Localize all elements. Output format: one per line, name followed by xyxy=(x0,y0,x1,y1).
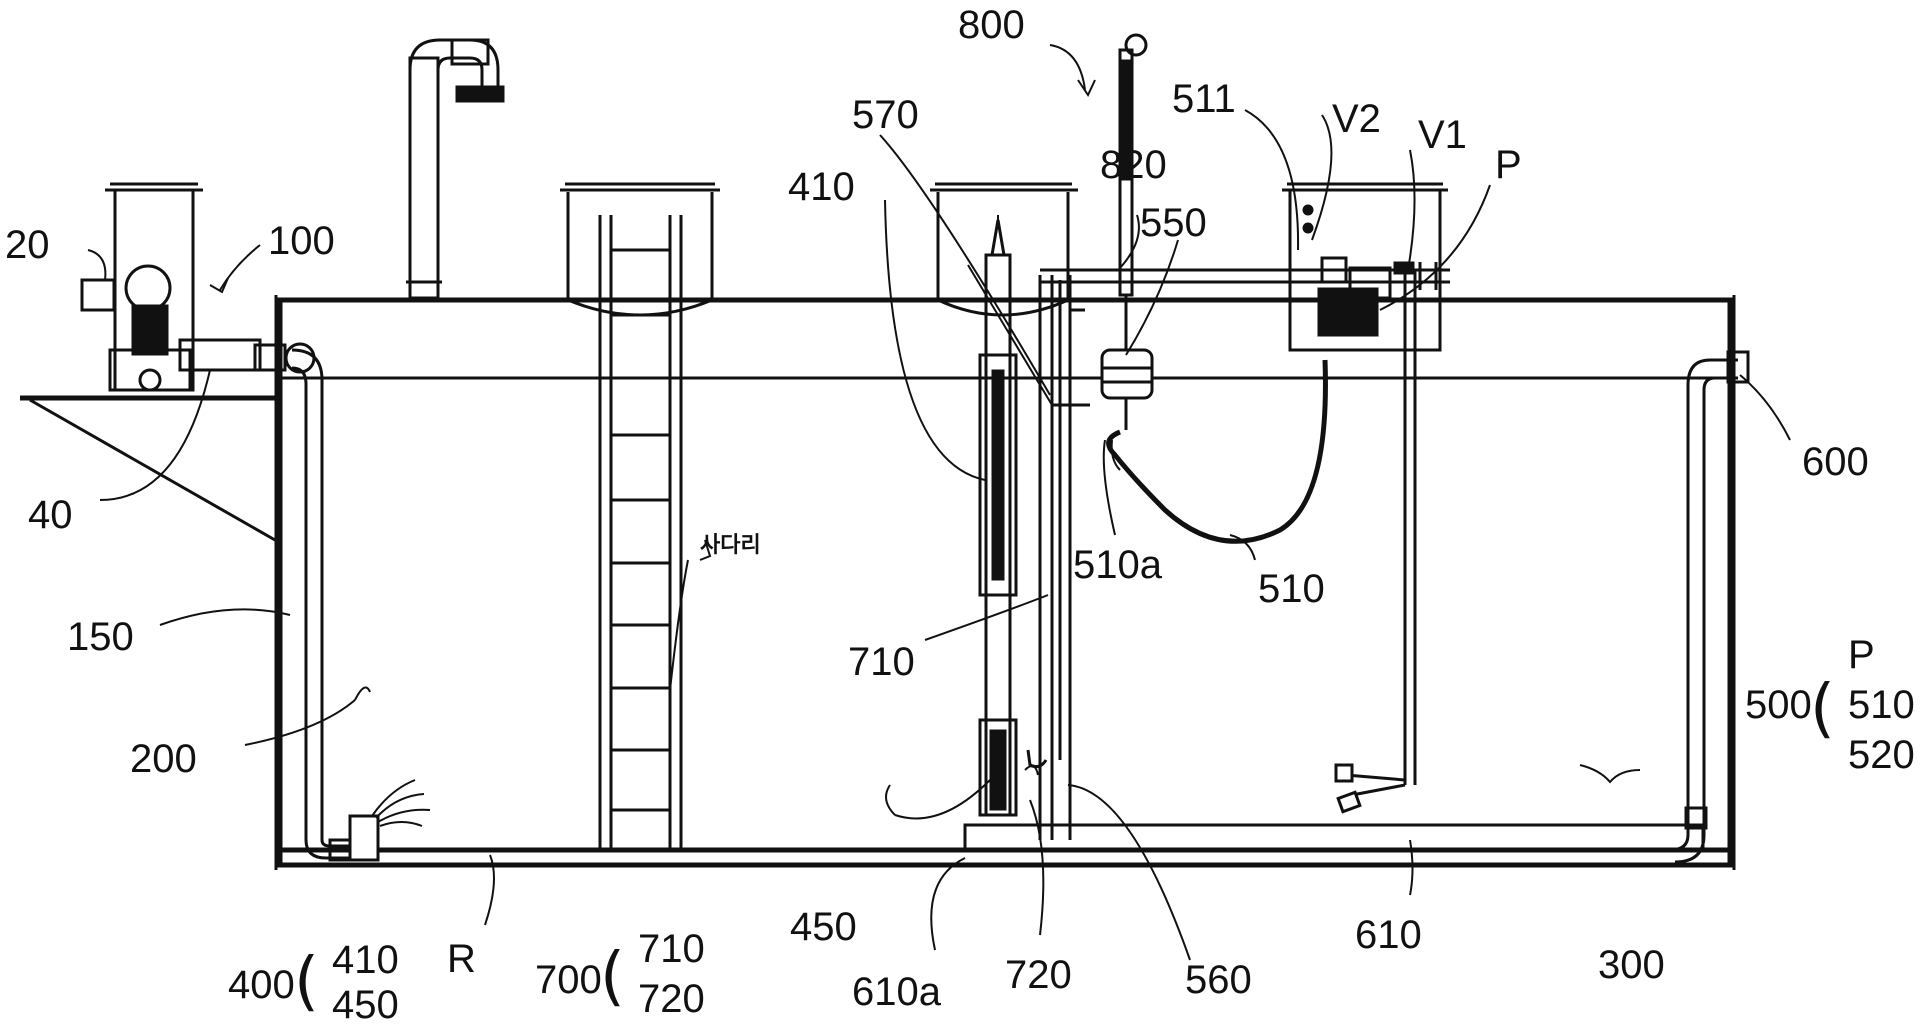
group-700-label: 700 xyxy=(535,958,602,1002)
pipe-150 xyxy=(291,348,431,862)
label-150: 150 xyxy=(67,615,134,659)
left-platform xyxy=(20,395,280,542)
group-400-label: 400 xyxy=(228,963,295,1007)
label-V2: V2 xyxy=(1332,97,1381,141)
label-510a: 510a xyxy=(1073,543,1163,587)
group-500-item-2: 510 xyxy=(1848,683,1915,727)
group-400-item-1: 410 xyxy=(332,938,399,982)
label-820: 820 xyxy=(1100,143,1167,187)
label-560: 560 xyxy=(1185,958,1252,1002)
group-400-item-2: 450 xyxy=(332,983,399,1025)
label-710: 710 xyxy=(848,640,915,684)
label-570: 570 xyxy=(852,93,919,137)
gauge-800 xyxy=(1118,33,1148,297)
group-500-item-3: 520 xyxy=(1848,733,1915,777)
pump-unit-100 xyxy=(80,182,316,392)
label-ladder: 사다리 xyxy=(700,532,761,557)
group-400: 400 ( 410 450 xyxy=(228,938,399,1025)
bottom-channel-610 xyxy=(963,823,1705,852)
group-500-brace: ( xyxy=(1810,672,1835,746)
label-610a: 610a xyxy=(852,970,942,1014)
group-400-brace: ( xyxy=(294,945,319,1019)
group-700-brace: ( xyxy=(600,940,625,1014)
label-R: R xyxy=(447,937,476,981)
pump-assembly xyxy=(1334,270,1417,814)
label-511: 511 xyxy=(1172,77,1236,121)
label-610: 610 xyxy=(1355,913,1422,957)
pipe-600 xyxy=(1669,350,1750,864)
group-700: 700 ( 710 720 xyxy=(535,927,705,1021)
manhole-equipment xyxy=(1282,182,1448,352)
hose-510 xyxy=(1106,359,1328,544)
top-horizontal-pipe xyxy=(1040,262,1450,290)
label-600: 600 xyxy=(1802,440,1869,484)
label-720: 720 xyxy=(1005,953,1072,997)
label-450: 450 xyxy=(790,905,857,949)
float-column-410 xyxy=(978,215,1018,817)
label-550: 550 xyxy=(1140,201,1207,245)
label-510: 510 xyxy=(1258,567,1325,611)
label-800: 800 xyxy=(958,3,1025,47)
manhole-ladder xyxy=(560,182,720,850)
group-500-item-1: P xyxy=(1848,633,1875,677)
group-500: 500 ( P 510 520 xyxy=(1745,633,1915,777)
partition-560 xyxy=(967,264,1090,840)
label-200: 200 xyxy=(130,737,197,781)
label-P-top: P xyxy=(1495,143,1522,187)
label-100: 100 xyxy=(268,219,335,263)
group-700-item-1: 710 xyxy=(638,927,705,971)
leader-lines xyxy=(87,44,1791,961)
group-500-label: 500 xyxy=(1745,683,1812,727)
label-20: 20 xyxy=(5,223,50,267)
top-outlet-pipe xyxy=(406,38,505,300)
float-550 xyxy=(1100,295,1154,430)
label-V1: V1 xyxy=(1418,113,1467,157)
label-40: 40 xyxy=(28,493,73,537)
group-700-item-2: 720 xyxy=(638,977,705,1021)
label-300: 300 xyxy=(1598,943,1665,987)
label-410: 410 xyxy=(788,165,855,209)
